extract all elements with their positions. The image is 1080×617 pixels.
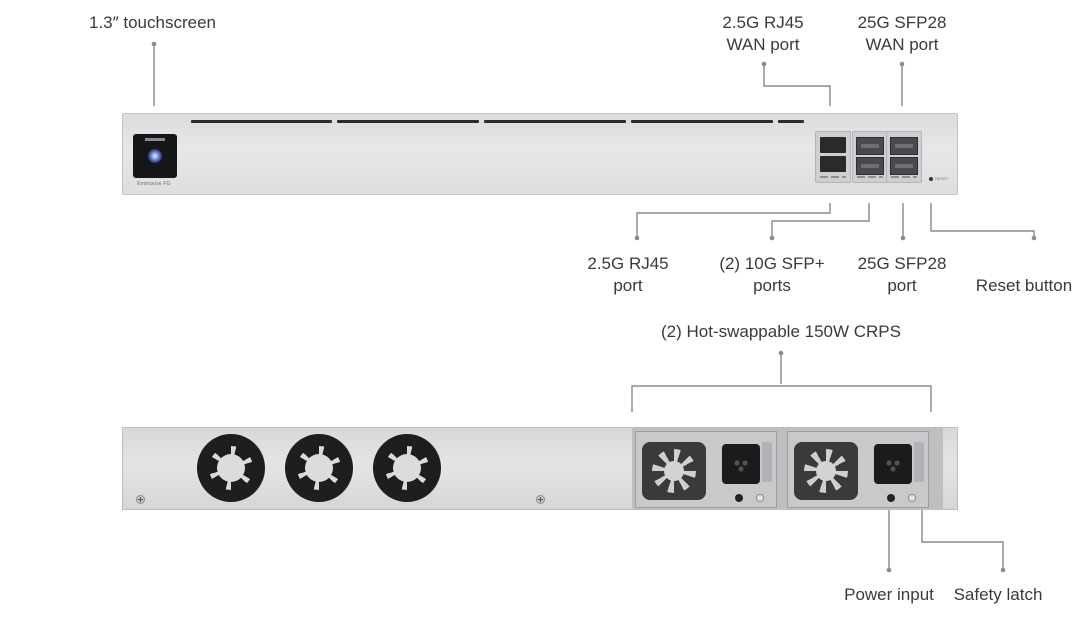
psu-handle: [762, 442, 772, 482]
vent-slot: [778, 120, 804, 123]
power-supply-1: [635, 431, 777, 508]
fan: [373, 434, 441, 502]
rj45-wan-port: [820, 137, 846, 153]
label-reset: Reset button: [968, 275, 1080, 297]
label-wan-rj45-line1: 2.5G RJ45: [722, 13, 804, 32]
vent-slot: [631, 120, 773, 123]
vent-slot: [337, 120, 479, 123]
front-panel: Enterprise FG RESET: [122, 113, 958, 195]
leader-psu-bracket: [631, 385, 932, 412]
psu-fan-icon: [794, 442, 858, 500]
psu-indicator: [887, 494, 895, 502]
sfp-plus-port-block: [852, 131, 888, 183]
sfp-plus-port: [856, 137, 884, 155]
port-leds: [820, 176, 846, 178]
rear-panel: [122, 427, 958, 510]
label-touchscreen: 1.3″ touchscreen: [89, 12, 216, 34]
label-sfp-plus: (2) 10G SFP+ ports: [713, 253, 831, 297]
psu-screw: [756, 494, 764, 502]
fan: [285, 434, 353, 502]
psu-fan-icon: [642, 442, 706, 500]
safety-latch: [914, 442, 924, 482]
fan: [197, 434, 265, 502]
label-rj45-port: 2.5G RJ45 port: [581, 253, 675, 297]
label-wan-sfp28-line1: 25G SFP28: [857, 13, 947, 32]
power-inlet: [722, 444, 760, 484]
sfp28-port: [890, 157, 918, 175]
label-sfp-plus-line2: ports: [753, 276, 791, 295]
touchscreen: [133, 134, 177, 178]
reset-button: [929, 177, 933, 181]
label-sfp-plus-line1: (2) 10G SFP+: [719, 254, 825, 273]
reset-text: RESET: [935, 176, 949, 181]
label-wan-sfp28: 25G SFP28 WAN port: [853, 12, 951, 56]
power-supply-2: [787, 431, 929, 508]
rj45-port: [820, 156, 846, 172]
sfp28-port-block: [886, 131, 922, 183]
psu-indicator: [735, 494, 743, 502]
psu-screw: [908, 494, 916, 502]
leader-wan-rj45: [763, 64, 831, 106]
sfp-plus-port: [856, 157, 884, 175]
screw-icon: [536, 495, 545, 504]
sfp28-wan-port: [890, 137, 918, 155]
label-rj45-port-line1: 2.5G RJ45: [587, 254, 669, 273]
label-wan-sfp28-line2: WAN port: [865, 35, 939, 54]
label-wan-rj45-line2: WAN port: [726, 35, 800, 54]
leader-safety-latch: [921, 508, 1004, 570]
label-power-input-text: Power input: [844, 585, 934, 604]
label-power-input: Power input: [836, 584, 942, 606]
port-leds: [891, 176, 917, 178]
label-sfp28-port-line1: 25G SFP28: [857, 254, 947, 273]
label-safety-latch-text: Safety latch: [953, 585, 1043, 604]
power-inlet: [874, 444, 912, 484]
touchscreen-glow-icon: [148, 149, 162, 163]
leader-sfp-plus: [771, 203, 870, 238]
leader-rj45-port: [636, 203, 831, 238]
label-psu: (2) Hot-swappable 150W CRPS: [640, 321, 922, 343]
label-reset-text: Reset button: [975, 276, 1073, 295]
label-rj45-port-line2: port: [613, 276, 643, 295]
label-sfp28-port: 25G SFP28 port: [853, 253, 951, 297]
screw-icon: [136, 495, 145, 504]
label-safety-latch: Safety latch: [946, 584, 1050, 606]
label-psu-text: (2) Hot-swappable 150W CRPS: [661, 322, 901, 341]
touchscreen-header-bar: [145, 138, 165, 141]
rj45-port-block: [815, 131, 851, 183]
label-sfp28-port-line2: port: [887, 276, 917, 295]
port-leds: [857, 176, 883, 178]
brand-text: Enterprise FG: [137, 181, 171, 187]
label-wan-rj45: 2.5G RJ45 WAN port: [716, 12, 810, 56]
leader-reset: [930, 203, 1035, 238]
vent-slot: [484, 120, 626, 123]
vent-slot: [191, 120, 332, 123]
label-touchscreen-text: 1.3″ touchscreen: [89, 13, 216, 32]
